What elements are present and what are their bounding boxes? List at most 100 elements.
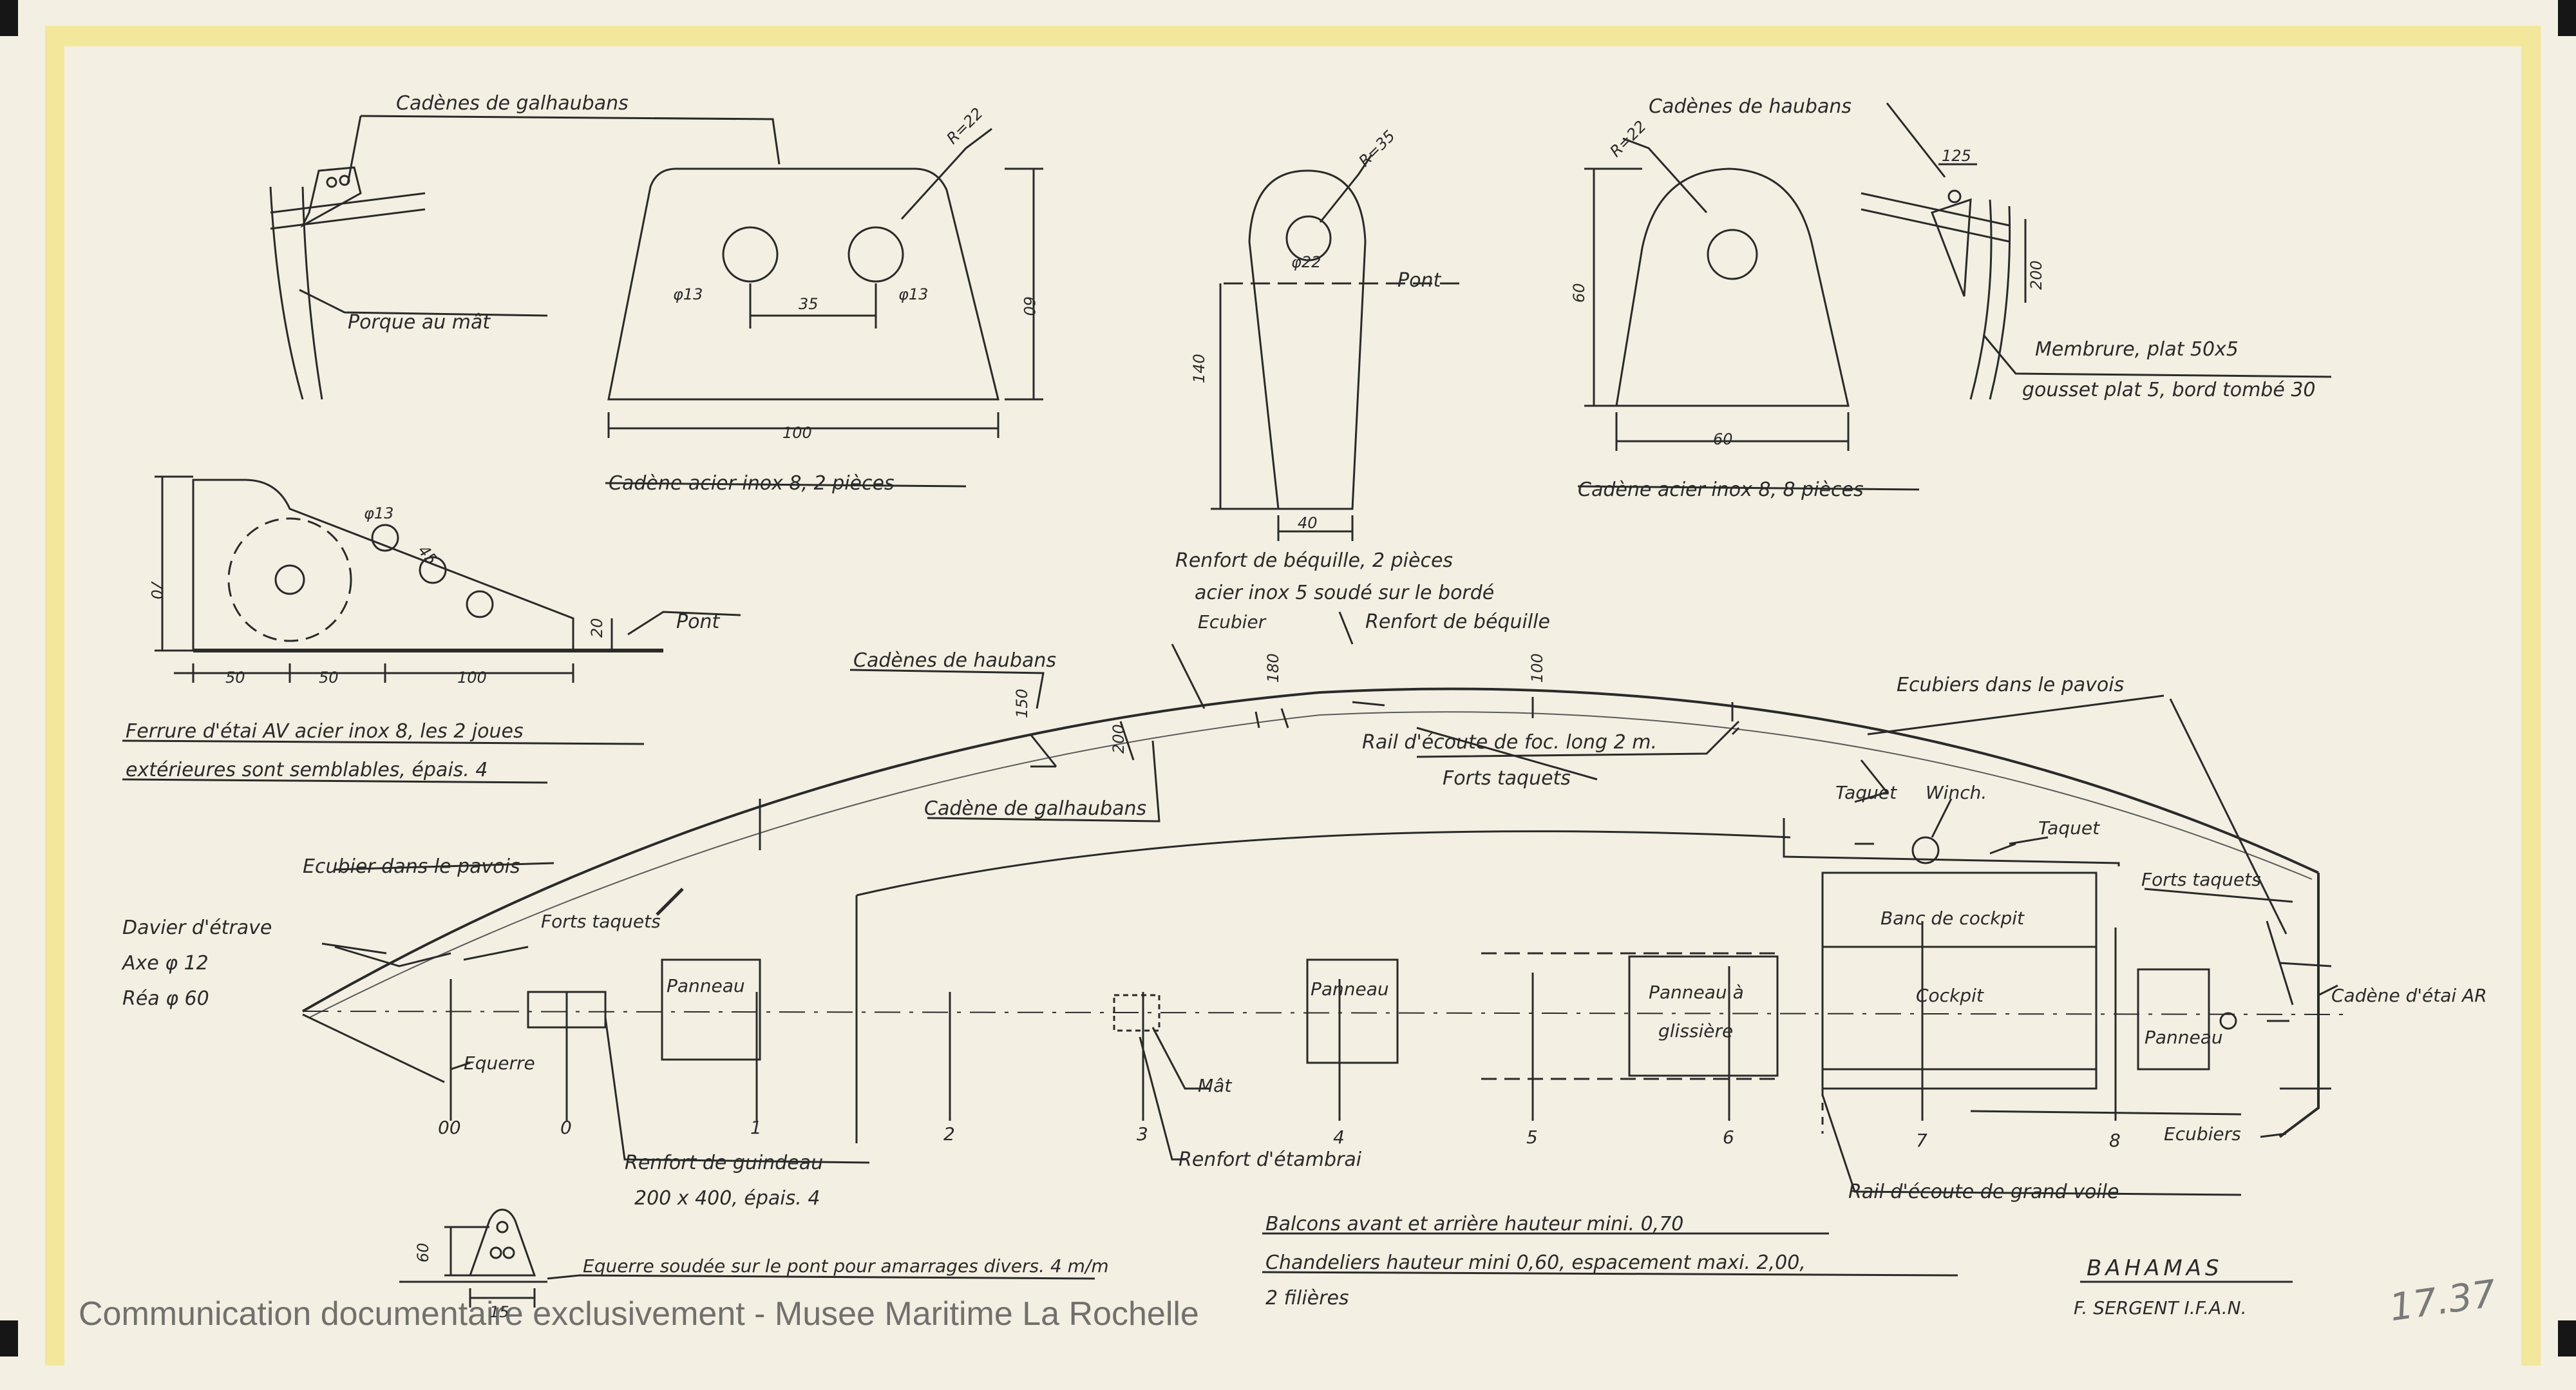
label-ecubier-a: Ecubier [1198,611,1267,633]
dim-60-c: 60 [1713,430,1733,448]
dim-100-a: 100 [782,424,812,442]
title-designer: F. SERGENT I.F.A.N. [2074,1297,2247,1319]
binder-clip-bottom-right [2558,1320,2576,1357]
detail-chainplate-8-pieces [1577,137,1920,491]
dim-180: 180 [1264,653,1282,683]
label-taquet-b: Taquet [2038,817,2100,839]
dim-60-d: 60 [414,1242,432,1262]
label-taquet-a: Taquet [1835,782,1897,803]
label-cadene-galhaubans-b: Cadène de galhaubans [924,797,1146,820]
label-winch: Winch. [1926,782,1987,803]
station-7: 7 [1916,1130,1927,1151]
dim-200-a: 200 [2027,260,2045,290]
label-rail-ecoute-foc: Rail d'écoute de foc. long 2 m. [1362,731,1657,754]
dim-100-c: 100 [1528,653,1546,683]
station-2: 2 [943,1123,955,1145]
label-banc-cockpit: Banc de cockpit [1880,908,2025,929]
dim-r22-b: R=22 [1606,117,1649,160]
station-4: 4 [1333,1127,1345,1148]
station-0: 0 [560,1117,572,1138]
label-cockpit: Cockpit [1916,985,1984,1006]
detail-welded-bracket [399,1208,1095,1308]
label-rail-grand-voile: Rail d'écoute de grand voile [1848,1181,2119,1203]
binder-clip-bottom-left [0,1320,18,1357]
detail-chainplate-2-pieces [605,128,1043,488]
dim-125: 125 [1942,147,1971,165]
station-3: 3 [1137,1123,1148,1145]
label-equerre-soudee: Equerre soudée sur le pont pour amarrage… [583,1255,1109,1277]
dim-40: 40 [1298,514,1318,532]
label-mat: Mât [1198,1075,1232,1096]
dim-phi13-b: φ13 [898,285,928,303]
label-ecubiers-b: Ecubiers [2164,1123,2241,1145]
dim-200-b: 200 [1110,724,1128,754]
note-underlines [1262,1232,2293,1283]
label-filieres: 2 filières [1265,1287,1349,1309]
station-8: 8 [2109,1130,2121,1151]
label-renfort-guindeau-line1: Renfort de guindeau [625,1152,823,1174]
label-panneau-glissiere-line1: Panneau à [1649,982,1744,1003]
label-ferrure-line2: extérieures sont semblables, épais. 4 [126,759,488,781]
label-cadenes-galhaubans: Cadènes de galhaubans [396,92,629,115]
label-ferrure-line1: Ferrure d'étai AV acier inox 8, les 2 jo… [126,720,524,743]
label-gousset: gousset plat 5, bord tombé 30 [2022,379,2316,401]
label-davier-etrave: Davier d'étrave [122,917,272,939]
detail-forestay-fitting [122,475,741,784]
tape-strip-right [2521,26,2541,1366]
label-cadenes-haubans-b: Cadènes de haubans [853,649,1056,672]
label-membrure: Membrure, plat 50x5 [2035,338,2239,361]
station-5: 5 [1526,1127,1538,1148]
dim-r35: R=35 [1355,127,1398,170]
label-equerre: Equerre [464,1052,535,1074]
dim-20: 20 [588,618,606,638]
dim-r22-a: R=22 [943,104,986,148]
station-00: 00 [438,1117,461,1138]
title-boat-name: BAHAMAS [2087,1255,2223,1281]
tape-strip-top [45,26,2537,46]
dim-70: 70 [147,580,166,600]
dim-phi22: φ22 [1291,253,1321,271]
dim-phi13-c: φ13 [364,504,393,522]
deck-plan [302,611,2351,1196]
dim-50-a: 50 [225,669,245,687]
tape-strip-left [45,26,64,1366]
label-pont-b: Pont [676,611,720,633]
label-renfort-guindeau-line2: 200 x 400, épais. 4 [634,1187,820,1210]
dim-60-a: 60 [1020,296,1038,316]
label-cadene-2-pieces: Cadène acier inox 8, 2 pièces [609,472,895,495]
station-6: 6 [1723,1127,1734,1148]
label-forts-taquets-b: Forts taquets [2141,869,2261,890]
label-forts-taquets-c: Forts taquets [541,911,661,932]
label-balcons: Balcons avant et arrière hauteur mini. 0… [1265,1213,1683,1235]
binder-clip-top-left [0,0,18,36]
label-cadenes-haubans-a: Cadènes de haubans [1649,95,1852,118]
station-1: 1 [750,1117,762,1138]
label-panneau-b: Panneau [667,975,745,996]
label-forts-taquets-a: Forts taquets [1443,767,1571,790]
dim-35: 35 [799,295,819,313]
dim-phi13-a: φ13 [673,285,703,303]
label-panneau-e: Panneau [2145,1027,2223,1048]
dim-60-b: 60 [1570,283,1588,303]
label-renfort-bequille-line2: acier inox 5 soudé sur le bordé [1195,582,1494,604]
label-porque-au-mat: Porque au mât [348,311,491,334]
dim-150: 150 [1013,689,1031,718]
dim-15: 15 [489,1303,509,1321]
detail-frame-gusset [1861,102,2332,400]
label-cadene-8-pieces: Cadène acier inox 8, 8 pièces [1578,479,1864,501]
dim-50-b: 50 [319,669,339,687]
label-renfort-etambrai: Renfort d'étambrai [1179,1148,1362,1171]
label-ecubiers-pavois-a: Ecubiers dans le pavois [1897,674,2124,696]
watermark-caption: Communication documentaire exclusivement… [79,1295,1199,1333]
dim-45: 45 [414,542,440,568]
label-panneau-glissiere-line2: glissière [1658,1020,1733,1042]
detail-bequille-reinforcement [1211,154,1462,541]
label-ecubier-pavois-b: Ecubier dans le pavois [303,855,520,878]
dim-140: 140 [1190,354,1208,383]
label-panneau-c: Panneau [1311,978,1389,1000]
label-renfort-bequille-b: Renfort de béquille [1365,611,1550,633]
label-axe: Axe φ 12 [121,952,209,975]
label-rea: Réa φ 60 [122,987,209,1010]
